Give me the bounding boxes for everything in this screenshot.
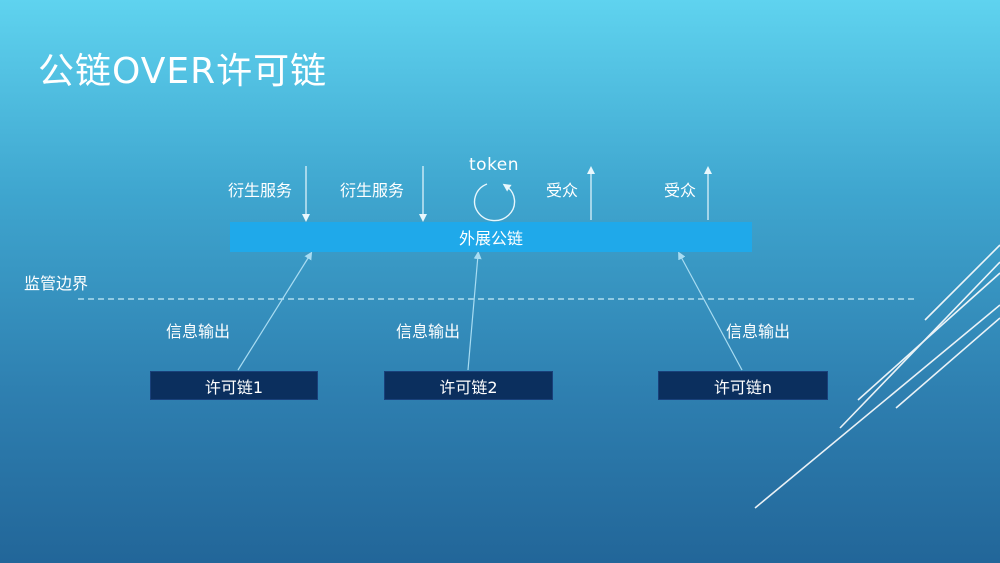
permissioned-chain-label-1: 许可链1 [204,377,264,397]
permissioned-chain-box-1: 许可链1 [150,371,318,400]
token-cycle-arrow [473,183,516,222]
permissioned-chain-box-2: 许可链2 [384,371,553,400]
info-output-label-1: 信息输出 [166,322,231,341]
audience-label-2: 受众 [664,181,697,200]
audience-label-1: 受众 [546,181,579,200]
derivative-service-label-1: 衍生服务 [228,181,293,200]
info-arrow-3 [678,251,743,371]
derivative-service-label-2: 衍生服务 [340,181,405,200]
slide-title: 公链OVER许可链 [38,51,328,92]
regulatory-boundary-label: 监管边界 [24,274,89,293]
public-chain-box: 外展公链 [230,222,752,252]
decorative-lines [754,244,1000,509]
info-output-label-2: 信息输出 [396,322,461,341]
info-arrow-1 [237,251,313,371]
permissioned-chain-box-n: 许可链n [658,371,828,400]
permissioned-chain-label-2: 许可链2 [439,377,498,397]
info-arrow-2 [467,251,482,371]
info-output-label-3: 信息输出 [726,322,791,341]
permissioned-chain-label-n: 许可链n [713,377,773,397]
token-label: token [469,155,520,175]
public-chain-label: 外展公链 [458,229,523,248]
